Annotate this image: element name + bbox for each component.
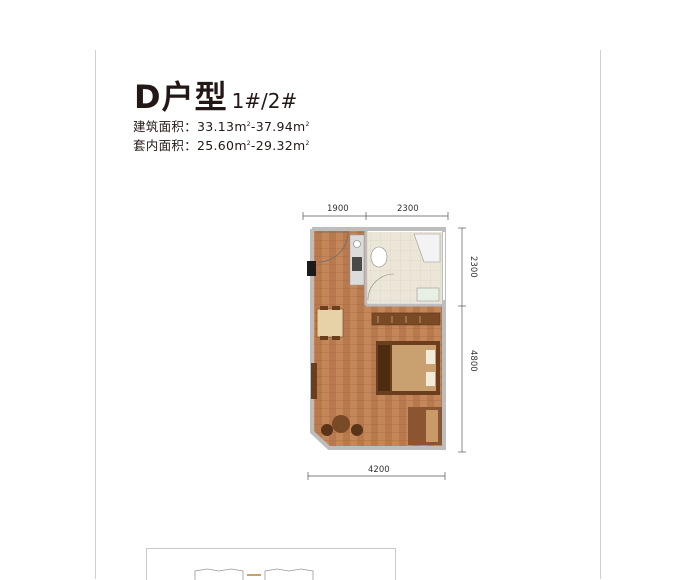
- dimension-lines: [302, 212, 466, 480]
- structural-column: [307, 261, 316, 276]
- dimension-top-right: 2300: [397, 204, 419, 214]
- dining-chair: [332, 336, 340, 340]
- area-unit-sup: 2: [305, 121, 310, 128]
- area-unit: m: [234, 138, 247, 153]
- range-separator: -: [250, 138, 256, 153]
- dining-chair: [320, 336, 328, 340]
- page-border-left: [95, 50, 96, 579]
- bathroom-door-swing: [367, 273, 395, 301]
- dimension-right-upper: 2300: [468, 256, 478, 278]
- inner-area-label: 套内面积：: [133, 138, 198, 153]
- inner-area-max: 29.32: [255, 138, 294, 153]
- shower-icon: [413, 233, 441, 263]
- building-area-line: 建筑面积：33.13m2-37.94m2: [133, 116, 310, 135]
- building-area-label: 建筑面积：: [133, 119, 198, 134]
- bed-runner: [378, 345, 390, 391]
- range-separator: -: [250, 119, 256, 134]
- key-plan-outline: [194, 568, 314, 580]
- building-key-plan: [146, 548, 396, 580]
- dimension-top-left: 1900: [327, 204, 349, 214]
- dining-chair: [332, 306, 340, 310]
- building-numbers: 1#/2#: [231, 89, 298, 113]
- entry-door-swing: [317, 231, 349, 263]
- lounge-chair: [351, 424, 363, 436]
- sofa-cushion: [426, 410, 438, 442]
- area-unit-sup: 2: [246, 140, 251, 147]
- stove-icon: [352, 257, 362, 271]
- area-unit: m: [293, 119, 306, 134]
- building-area-min: 33.13: [197, 119, 235, 134]
- coffee-table: [332, 415, 350, 433]
- area-unit: m: [293, 138, 306, 153]
- dining-chair: [320, 306, 328, 310]
- inner-area-min: 25.60: [197, 138, 235, 153]
- inner-area-line: 套内面积：25.60m2-29.32m2: [133, 135, 310, 154]
- page-border-right: [600, 50, 601, 579]
- bed-pillow: [426, 350, 435, 364]
- area-unit-sup: 2: [246, 121, 251, 128]
- dining-table: [316, 308, 344, 338]
- lounge-chair: [321, 424, 333, 436]
- basin-icon: [416, 287, 440, 302]
- bed-pillow: [426, 372, 435, 386]
- building-area-max: 37.94: [255, 119, 294, 134]
- area-unit: m: [234, 119, 247, 134]
- dimension-bottom: 4200: [368, 465, 390, 475]
- toilet-icon: [370, 246, 388, 268]
- dimension-right-lower: 4800: [468, 350, 478, 372]
- area-unit-sup: 2: [305, 140, 310, 147]
- sink-icon: [353, 240, 361, 248]
- unit-type-title: D户型: [134, 78, 228, 116]
- side-table: [311, 363, 317, 399]
